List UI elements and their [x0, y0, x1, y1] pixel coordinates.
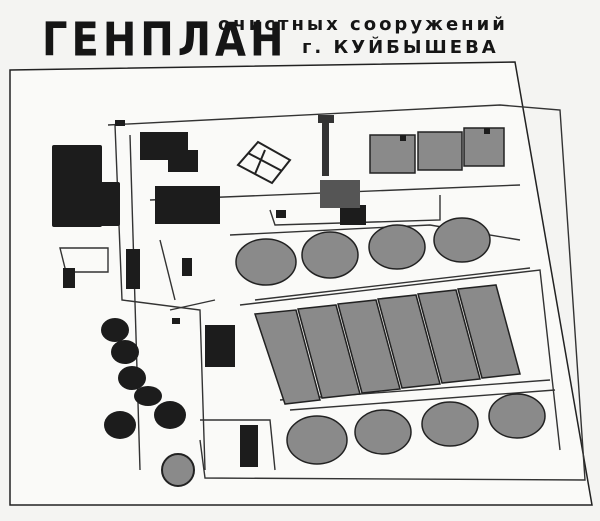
intake-structure: [318, 115, 334, 176]
secondary-round-tanks: [286, 393, 546, 465]
digester-2: [111, 340, 139, 364]
digester-5: [154, 401, 186, 429]
building-9: [205, 325, 235, 367]
building-11: [340, 205, 366, 225]
plan-title: ГЕНПЛАН: [42, 14, 288, 67]
digester-3: [118, 366, 146, 390]
building-4: [168, 150, 198, 172]
upper-rect-tanks: [369, 127, 505, 174]
digesters: [101, 318, 195, 487]
digester-1: [101, 318, 129, 342]
primary-round-tanks: [235, 217, 491, 286]
aeration-tanks: [253, 284, 521, 405]
building-6: [126, 249, 140, 289]
building-10: [240, 425, 258, 467]
misc-structures: [115, 120, 490, 324]
digester-4: [134, 386, 162, 406]
plan-subtitle-line2: г. КУЙБЫШЕВА: [302, 37, 499, 58]
building-7: [182, 258, 192, 276]
building-large-2: [68, 182, 120, 226]
building-8: [63, 268, 75, 288]
plan-subtitle-line1: очистных сооружений: [218, 14, 508, 35]
buildings: [52, 132, 366, 467]
small-tank: [161, 453, 195, 487]
digester-6: [104, 411, 136, 439]
building-5: [155, 186, 220, 224]
grid-pavilion: [236, 140, 292, 185]
building-12: [320, 180, 360, 208]
